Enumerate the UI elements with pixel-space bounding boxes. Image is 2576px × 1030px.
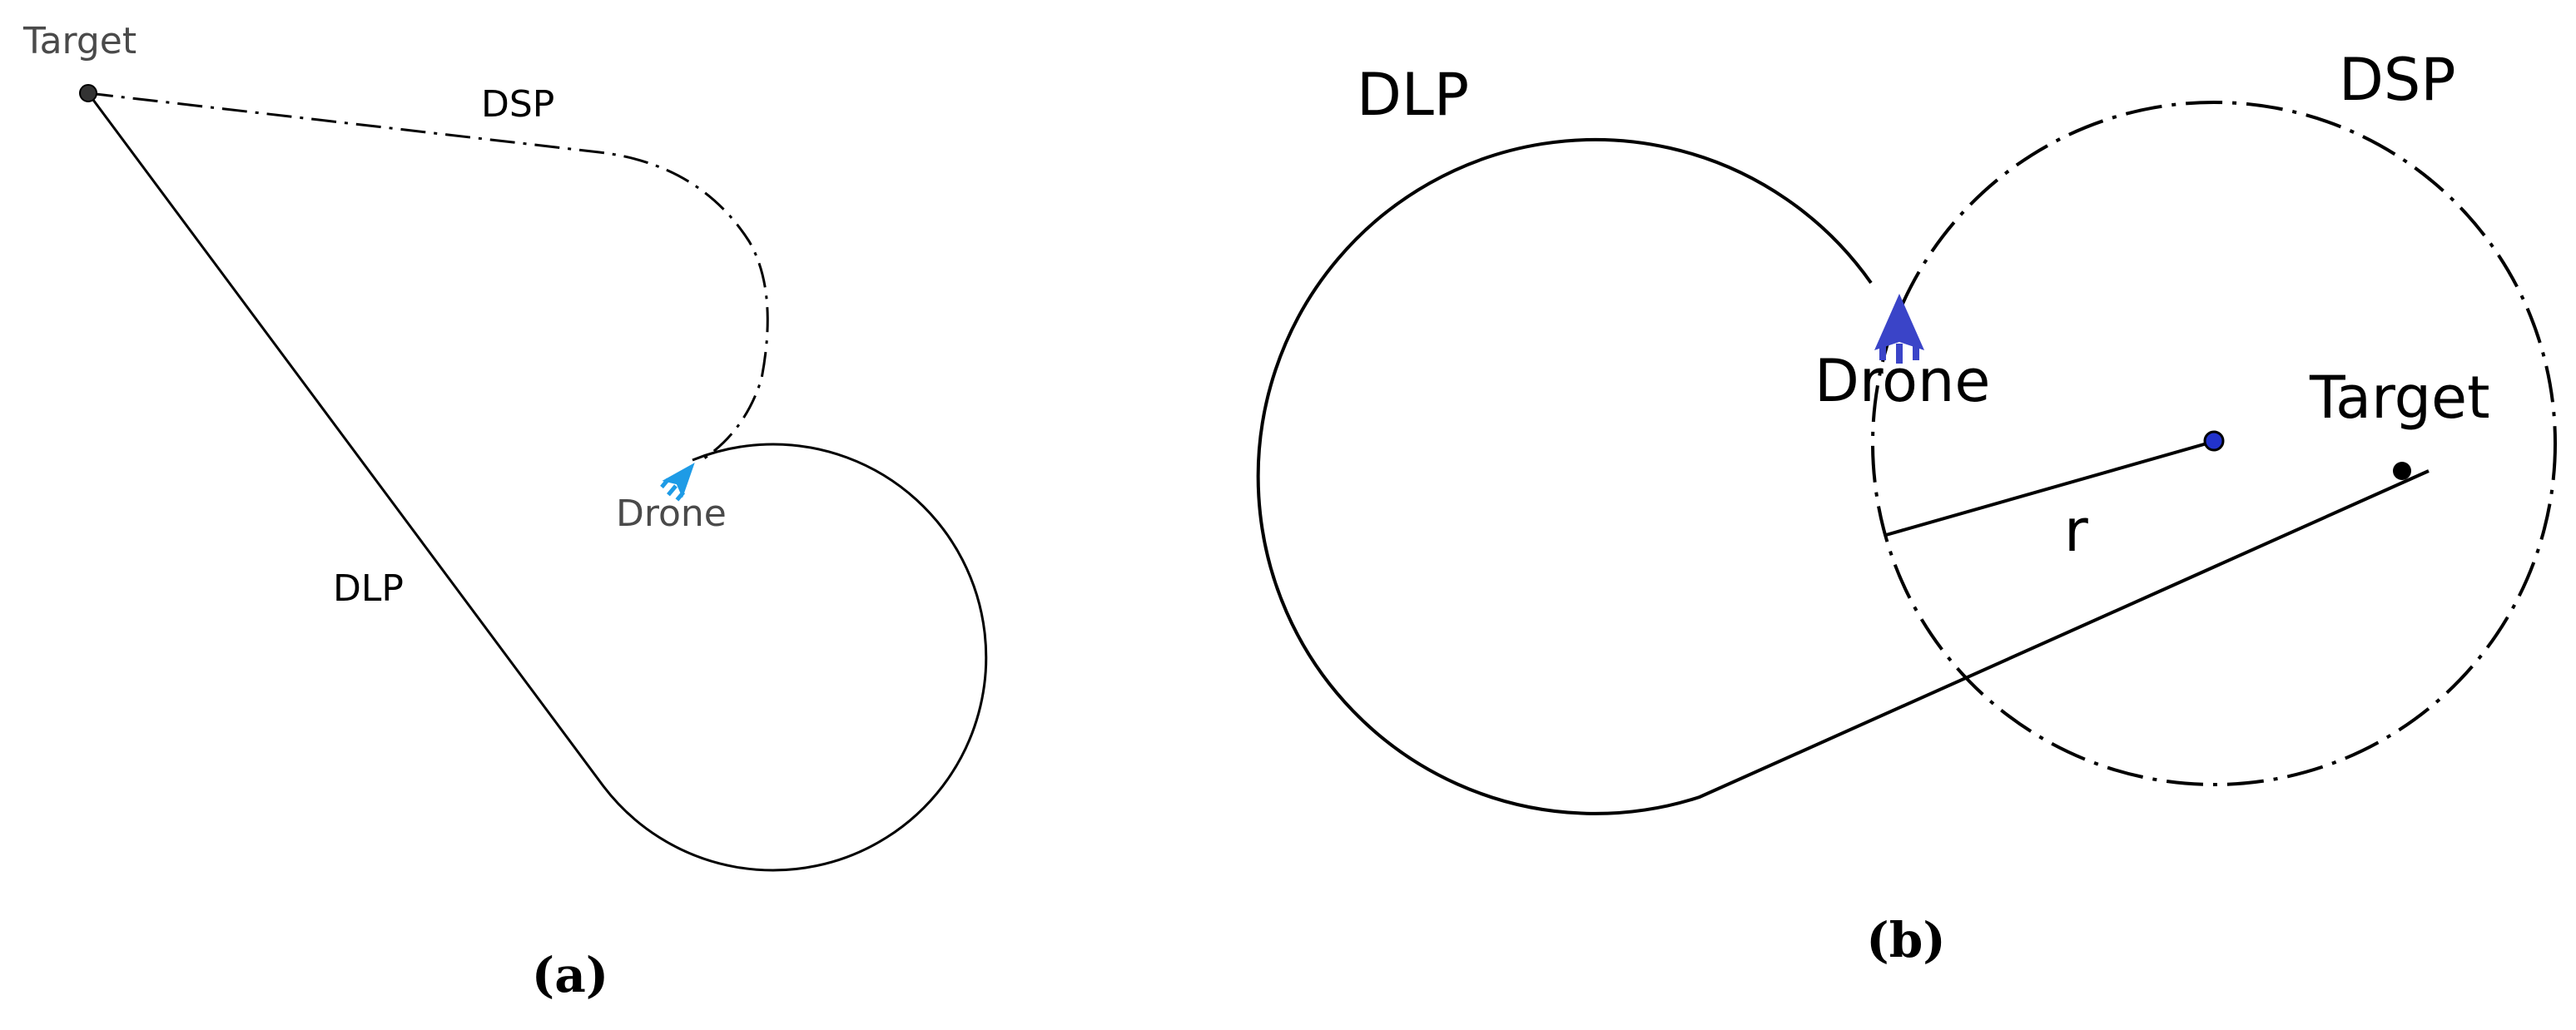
panel-a-target-point bbox=[79, 84, 97, 102]
panel-a-drone-icon bbox=[660, 463, 695, 502]
panel-a-dlp-path bbox=[87, 92, 988, 872]
panel-b-dlp-label: DLP bbox=[1357, 61, 1469, 129]
panel-b: DLP DSP Drone Target r (b) bbox=[1256, 46, 2557, 968]
panel-a: Target DSP Drone DLP (a) bbox=[22, 20, 988, 1003]
panel-a-caption: (a) bbox=[532, 947, 608, 1003]
panel-b-target-label: Target bbox=[2309, 364, 2490, 432]
panel-b-dsp-label: DSP bbox=[2339, 46, 2456, 114]
panel-b-drone-label: Drone bbox=[1814, 347, 1990, 415]
panel-b-radius-label: r bbox=[2064, 497, 2088, 565]
panel-a-dlp-label: DLP bbox=[333, 567, 404, 610]
panel-b-radius-line bbox=[1885, 441, 2211, 537]
panel-b-dsp-circle bbox=[1871, 101, 2557, 786]
panel-b-caption: (b) bbox=[1866, 912, 1945, 968]
panel-a-dsp-label: DSP bbox=[481, 83, 554, 126]
panel-a-target-label: Target bbox=[22, 20, 136, 62]
panel-a-dsp-path bbox=[87, 92, 769, 463]
panel-b-target-point bbox=[2393, 462, 2411, 480]
panel-b-center-point bbox=[2203, 430, 2225, 452]
panel-b-drone-icon bbox=[1874, 294, 1924, 364]
panel-b-dlp-path bbox=[1256, 137, 2430, 815]
panel-a-drone-label: Drone bbox=[616, 493, 727, 535]
